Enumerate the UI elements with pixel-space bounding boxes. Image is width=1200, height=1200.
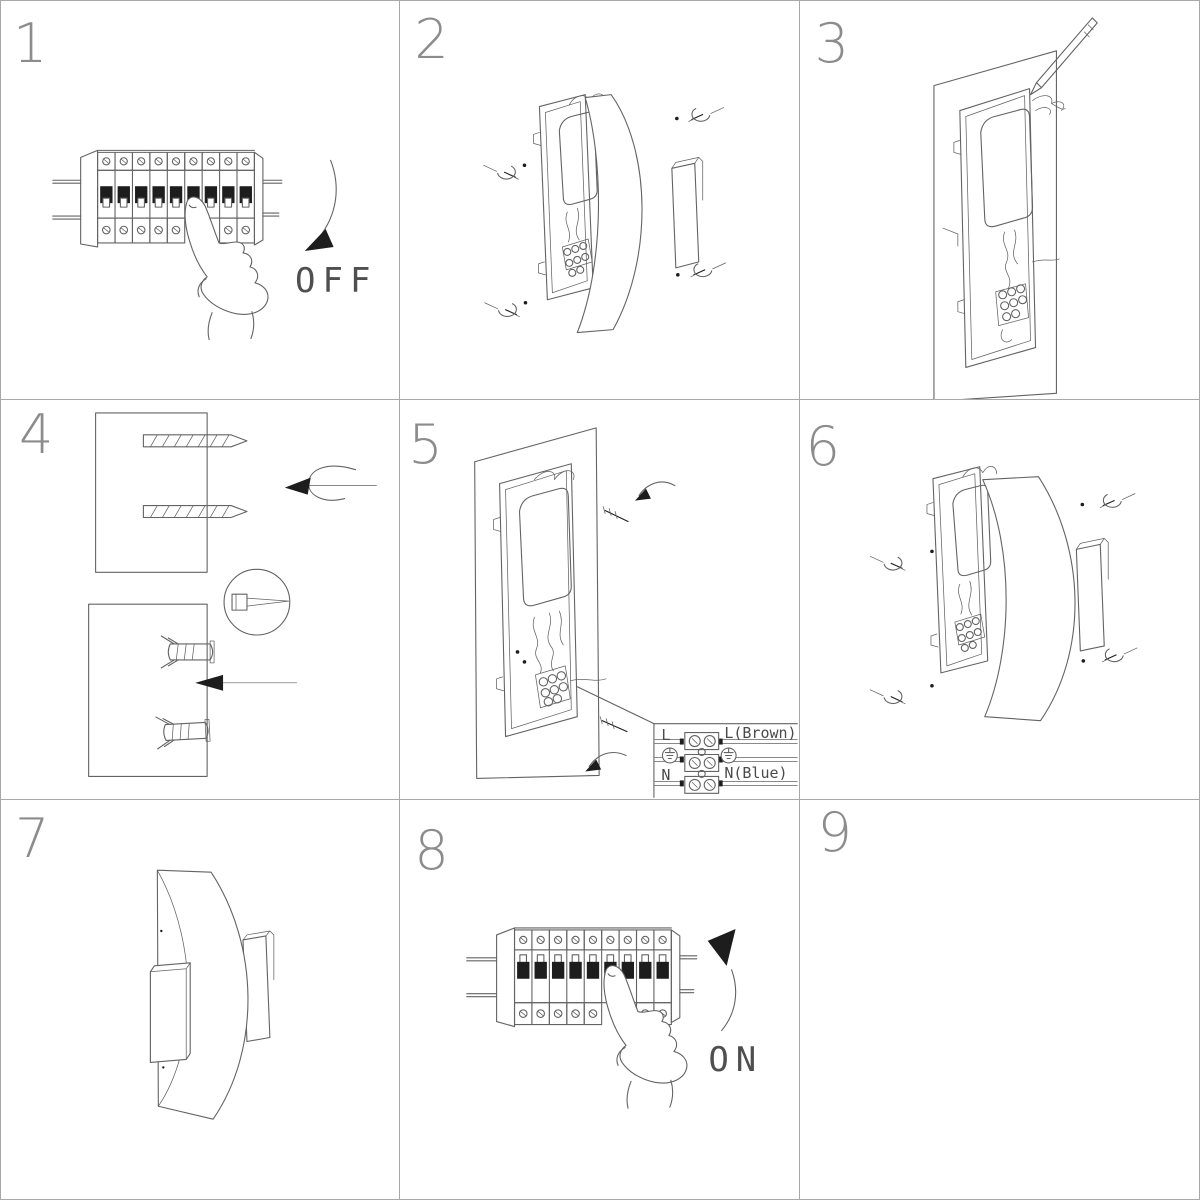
step-number: 4 <box>19 403 54 467</box>
step-panel-5-mount-and-wire: 5 L N L(Brown) N(Blue) <box>400 400 800 800</box>
power-on-label: ON <box>708 1039 764 1080</box>
panel-5-art <box>474 427 799 799</box>
terminal-neutral-label: N <box>661 766 671 785</box>
circuit-breaker-drawing <box>52 149 283 248</box>
step-number: 3 <box>814 12 850 75</box>
wall-lamp-assembly-drawing <box>926 466 1109 722</box>
mains-wires <box>1031 95 1066 115</box>
step-panel-4-drill-anchors: 4 <box>1 400 401 800</box>
earth-symbol-icon <box>662 747 679 764</box>
panel-6-art <box>869 466 1138 722</box>
circuit-breaker-drawing <box>466 927 698 1027</box>
screw-turn-icons <box>483 107 727 318</box>
back-plate-drawing <box>953 88 1060 369</box>
step-panel-8-power-on: 8 ON <box>400 799 800 1199</box>
earth-symbol-icon <box>720 747 737 764</box>
panel-3-art <box>933 17 1098 400</box>
off-direction-arrow-icon <box>304 159 337 251</box>
wall-lamp-exploded-drawing <box>533 93 704 334</box>
step-panel-3-mark-holes: 3 <box>799 1 1199 401</box>
panel-7-art <box>149 869 275 1120</box>
panel-8-art <box>466 927 737 1109</box>
wall-plane <box>474 427 601 780</box>
step-number: 9 <box>817 800 853 864</box>
pointing-hand-icon <box>603 964 688 1109</box>
step-number: 1 <box>13 12 48 75</box>
wiring-diagram <box>577 686 799 799</box>
mains-live-label: L(Brown) <box>724 724 797 743</box>
mounting-screw-icons <box>600 506 629 733</box>
panel-1-art <box>52 149 337 341</box>
pointing-hand-icon <box>184 196 269 341</box>
anchor-detail-circle <box>223 569 291 636</box>
on-direction-arrow-icon <box>708 928 737 1031</box>
step-panel-9: 9 <box>800 800 1199 1199</box>
rotation-arrow-icon <box>284 466 377 502</box>
step-number: 2 <box>414 8 449 71</box>
drill-bit-icons <box>142 434 248 519</box>
step-panel-6-reattach-cover: 6 <box>799 400 1199 800</box>
back-plate-drawing <box>493 463 607 738</box>
step-number: 7 <box>15 806 50 870</box>
pencil-icon <box>1029 17 1098 96</box>
insert-arrow-icon <box>195 675 298 692</box>
wall-plane <box>933 50 1057 400</box>
screw-turn-icons <box>869 493 1138 705</box>
step-panel-1-power-off: 1 OFF <box>1 1 401 401</box>
step-number: 5 <box>408 413 443 477</box>
panel-2-art <box>483 93 727 334</box>
wall-texture-top <box>95 412 208 574</box>
step-panel-2-remove-cover: 2 <box>400 1 800 401</box>
step-number: 8 <box>414 818 449 882</box>
turn-arrow-icons <box>585 481 676 772</box>
wall-texture-bottom <box>88 603 208 778</box>
step-number: 6 <box>805 415 841 479</box>
power-off-label: OFF <box>295 261 378 301</box>
panel-4-art <box>88 412 377 778</box>
assembled-lamp-drawing <box>149 869 275 1120</box>
mains-neutral-label: N(Blue) <box>724 764 788 783</box>
step-panel-7-finished: 7 <box>1 799 401 1199</box>
wall-anchor-icons <box>155 635 215 750</box>
terminal-live-label: L <box>661 726 671 745</box>
